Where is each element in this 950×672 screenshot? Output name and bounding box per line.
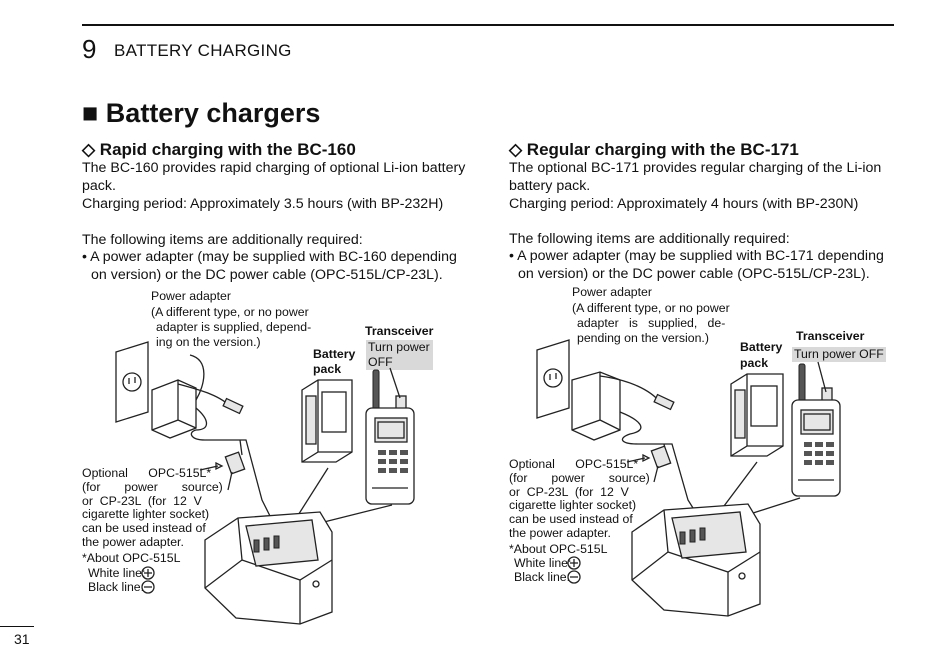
left-para1-line1: The BC-160 provides rapid charging of op… [82,160,466,176]
left-optional-line1: Optional OPC-515L* [82,466,212,480]
right-wall-outlet-icon [536,339,570,419]
left-battery-pack-icon [301,379,353,463]
left-black-line: Black line: [88,580,145,594]
right-subsection-title: ◇ Regular charging with the BC-171 [509,140,799,159]
left-wall-outlet-icon [115,341,149,423]
right-para1-line2: battery pack. [509,178,591,194]
left-optional-line4: cigarette lighter socket) [82,507,210,521]
right-power-adapter-icon [571,371,675,441]
right-white-line: White line: [514,556,572,570]
right-transceiver-icon [791,363,841,497]
left-white-line: White line: [88,566,146,580]
left-optional-line3: or CP-23L (for 12 V [82,494,202,508]
left-turn-power-off-1: Turn power [366,340,433,356]
left-transceiver-icon [365,369,415,505]
right-optional-line2: (for power source) [509,471,650,485]
left-charging-period: Charging period: Approximately 3.5 hours… [82,196,444,212]
left-required-intro: The following items are additionally req… [82,232,363,248]
left-para1-line2: pack. [82,178,116,194]
right-minus-icon [567,570,581,584]
left-transceiver-label: Transceiver [365,324,434,338]
chapter-number: 9 [82,34,97,64]
right-turn-power-off: Turn power OFF [792,347,886,363]
left-about-opc: *About OPC-515L [82,551,181,565]
left-minus-icon [141,580,155,594]
right-optional-line1: Optional OPC-515L* [509,457,639,471]
left-charger-base-icon [204,511,333,625]
section-title: ■ Battery chargers [82,98,321,128]
right-plus-icon [567,556,581,570]
right-adapter-note-1: (A different type, or no power [572,301,730,315]
header-rule [82,24,894,26]
right-optional-line5: can be used instead of [509,512,633,526]
right-battery-label-1: Battery [740,340,783,354]
chapter-title: BATTERY CHARGING [114,41,292,60]
left-adapter-note-3: ing on the version.) [156,335,261,349]
left-adapter-note-1: (A different type, or no power [151,305,309,319]
right-battery-pack-icon [730,373,784,457]
right-required-intro: The following items are additionally req… [509,231,790,247]
right-transceiver-label: Transceiver [796,329,865,343]
left-turn-power-off-2: OFF [366,355,433,371]
page-number: 31 [14,631,30,647]
left-battery-label-1: Battery [313,347,356,361]
page-number-rule [0,626,34,627]
left-power-adapter-icon [151,354,244,439]
right-black-line: Black line: [514,570,571,584]
right-battery-label-2: pack [740,356,769,370]
left-subsection-title: ◇ Rapid charging with the BC-160 [82,140,356,159]
right-dc-plug-icon [650,445,672,483]
left-adapter-label: Power adapter [151,289,231,303]
right-adapter-note-3: pending on the version.) [577,331,709,345]
left-adapter-note-2: adapter is supplied, depend- [156,320,312,334]
right-optional-line4: cigarette lighter socket) [509,498,637,512]
right-optional-line3: or CP-23L (for 12 V [509,485,629,499]
left-plus-icon [141,566,155,580]
left-battery-label-2: pack [313,362,342,376]
right-adapter-note-2: adapter is supplied, de- [577,316,726,330]
right-charging-period: Charging period: Approximately 4 hours (… [509,196,859,212]
right-para1-line1: The optional BC-171 provides regular cha… [509,160,882,176]
right-charger-base-icon [631,503,761,617]
left-optional-line6: the power adapter. [82,535,184,549]
right-bullet-line1: • A power adapter (may be supplied with … [509,248,884,264]
left-dc-plug-icon [224,451,246,491]
left-optional-line5: can be used instead of [82,521,206,535]
left-bullet-line2: on version) or the DC power cable (OPC-5… [91,267,443,283]
right-optional-line6: the power adapter. [509,526,611,540]
left-bullet-line1: • A power adapter (may be supplied with … [82,249,457,265]
right-adapter-label: Power adapter [572,285,652,299]
right-about-opc: *About OPC-515L [509,542,608,556]
right-bullet-line2: on version) or the DC power cable (OPC-5… [518,266,870,282]
